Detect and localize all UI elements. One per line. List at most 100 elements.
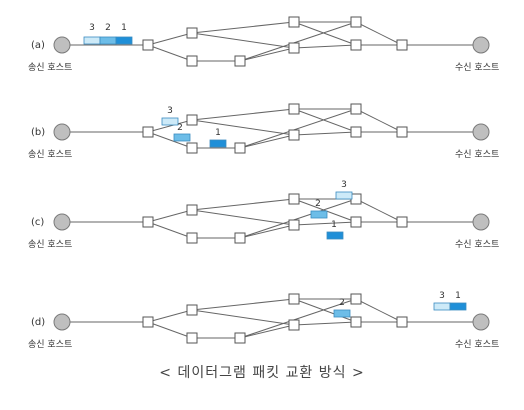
router-node bbox=[350, 216, 362, 228]
link-line bbox=[355, 198, 403, 223]
packet-2 bbox=[333, 309, 351, 318]
link-line bbox=[191, 198, 295, 211]
sender-host-icon bbox=[53, 213, 71, 231]
link-line bbox=[239, 198, 357, 239]
router-node bbox=[288, 319, 300, 331]
router-node bbox=[350, 193, 362, 205]
link-line bbox=[293, 131, 357, 136]
link-line bbox=[191, 119, 295, 136]
router-node bbox=[186, 114, 198, 126]
link-line bbox=[355, 21, 403, 46]
packet-number-label: 1 bbox=[215, 128, 221, 138]
link-line bbox=[147, 309, 193, 323]
router-node bbox=[288, 16, 300, 28]
sender-host-label: 송신 호스트 bbox=[28, 339, 72, 350]
packet-number-label: 3 bbox=[89, 23, 95, 33]
router-node bbox=[350, 16, 362, 28]
router-node bbox=[186, 332, 198, 344]
link-line bbox=[355, 108, 403, 133]
sender-host-label: 송신 호스트 bbox=[28, 239, 72, 250]
sender-host-label: 송신 호스트 bbox=[28, 62, 72, 73]
link-line bbox=[191, 209, 295, 226]
link-line bbox=[191, 309, 295, 326]
packet-number-label: 3 bbox=[341, 180, 347, 190]
link-line bbox=[239, 108, 357, 149]
packet-1 bbox=[326, 231, 344, 240]
receiver-host-icon bbox=[472, 213, 490, 231]
packet-number-label: 1 bbox=[455, 291, 461, 301]
link-line bbox=[239, 47, 295, 62]
packet-number-label: 2 bbox=[177, 123, 183, 133]
router-node bbox=[288, 293, 300, 305]
router-node bbox=[142, 39, 154, 51]
router-node bbox=[142, 316, 154, 328]
packet-2 bbox=[99, 36, 117, 45]
sender-host-icon bbox=[53, 313, 71, 331]
receiver-host-label: 수신 호스트 bbox=[455, 149, 499, 160]
router-node bbox=[186, 27, 198, 39]
link-line bbox=[147, 209, 193, 223]
packet-1 bbox=[449, 302, 467, 311]
panel-label: (d) bbox=[31, 317, 45, 328]
panel-label: (a) bbox=[31, 40, 45, 51]
router-node bbox=[396, 316, 408, 328]
packet-number-label: 1 bbox=[331, 220, 337, 230]
router-node bbox=[142, 216, 154, 228]
packet-2 bbox=[310, 210, 328, 219]
receiver-host-label: 수신 호스트 bbox=[455, 339, 499, 350]
packet-3 bbox=[433, 302, 451, 311]
link-line bbox=[293, 298, 357, 323]
packet-number-label: 2 bbox=[105, 23, 111, 33]
router-node bbox=[186, 304, 198, 316]
router-node bbox=[396, 126, 408, 138]
router-node bbox=[234, 332, 246, 344]
link-line bbox=[293, 21, 357, 46]
packet-number-label: 3 bbox=[167, 106, 173, 116]
packet-1 bbox=[209, 139, 227, 148]
link-line bbox=[355, 298, 403, 323]
panel-label: (b) bbox=[31, 127, 45, 138]
packet-2 bbox=[173, 133, 191, 142]
packet-number-label: 2 bbox=[315, 199, 321, 209]
router-node bbox=[186, 204, 198, 216]
panel-label: (c) bbox=[31, 217, 44, 228]
link-line bbox=[147, 221, 193, 239]
receiver-host-label: 수신 호스트 bbox=[455, 62, 499, 73]
packet-1 bbox=[115, 36, 133, 45]
router-node bbox=[234, 55, 246, 67]
packet-3 bbox=[161, 117, 179, 126]
router-node bbox=[350, 316, 362, 328]
router-node bbox=[396, 216, 408, 228]
link-line bbox=[293, 321, 357, 326]
sender-host-icon bbox=[53, 36, 71, 54]
packet-3 bbox=[83, 36, 101, 45]
link-line bbox=[293, 108, 357, 133]
router-node bbox=[288, 219, 300, 231]
link-line bbox=[239, 21, 357, 62]
router-node bbox=[350, 39, 362, 51]
receiver-host-icon bbox=[472, 123, 490, 141]
link-line bbox=[293, 221, 357, 226]
router-node bbox=[288, 42, 300, 54]
router-node bbox=[288, 103, 300, 115]
link-line bbox=[239, 224, 295, 239]
link-line bbox=[239, 324, 295, 339]
link-line bbox=[147, 44, 193, 62]
router-node bbox=[396, 39, 408, 51]
receiver-host-icon bbox=[472, 36, 490, 54]
diagram-caption: < 데이터그램 패킷 교환 방식 > bbox=[159, 365, 365, 381]
link-line bbox=[147, 32, 193, 46]
receiver-host-icon bbox=[472, 313, 490, 331]
router-node bbox=[350, 103, 362, 115]
link-line bbox=[191, 108, 295, 121]
router-node bbox=[234, 142, 246, 154]
router-node bbox=[142, 126, 154, 138]
router-node bbox=[288, 193, 300, 205]
packet-number-label: 2 bbox=[339, 298, 345, 308]
router-node bbox=[350, 126, 362, 138]
link-line bbox=[293, 198, 357, 223]
